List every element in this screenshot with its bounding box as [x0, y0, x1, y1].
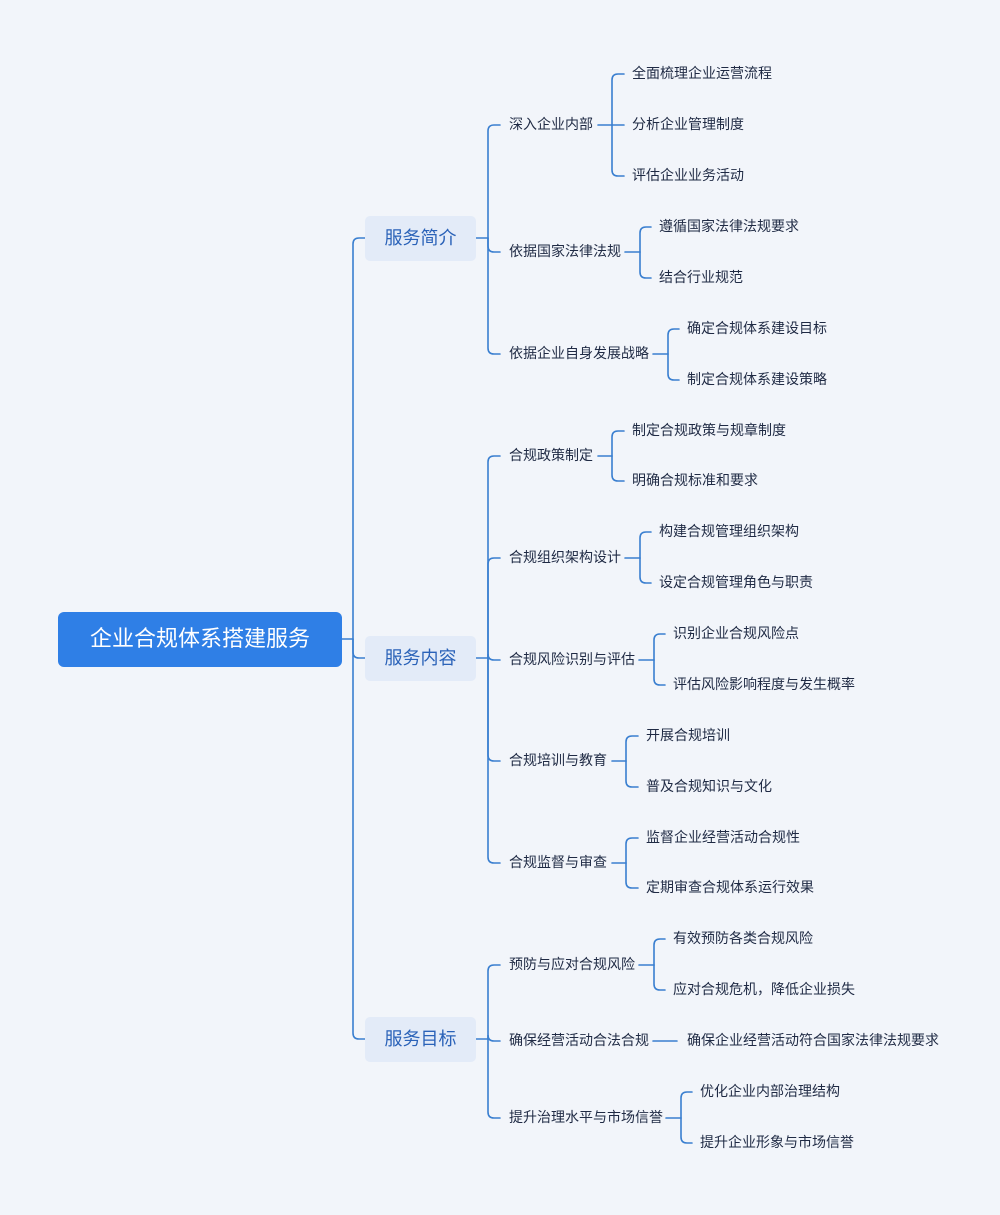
- leaf-node: 普及合规知识与文化: [646, 779, 772, 795]
- connector-line: [653, 659, 666, 686]
- connector-line: [352, 638, 366, 659]
- leaf-node: 监督企业经营活动合规性: [646, 830, 800, 846]
- topic-node: 依据企业自身发展战略: [509, 346, 649, 362]
- leaf-node: 提升企业形象与市场信誉: [700, 1135, 854, 1151]
- leaf-node: 制定合规政策与规章制度: [632, 423, 786, 439]
- connector-line: [625, 760, 639, 788]
- leaf-node: 构建合规管理组织架构: [659, 524, 799, 540]
- leaf-node: 明确合规标准和要求: [632, 473, 758, 489]
- connector-line: [653, 938, 666, 966]
- connector-line: [611, 430, 625, 457]
- leaf-node: 全面梳理企业运营流程: [632, 66, 772, 82]
- connector-line: [487, 657, 501, 762]
- leaf-node: 优化企业内部治理结构: [700, 1084, 840, 1100]
- leaf-node: 评估企业业务活动: [632, 168, 744, 184]
- connector-line: [639, 251, 652, 279]
- topic-node: 合规风险识别与评估: [509, 652, 635, 668]
- leaf-node: 分析企业管理制度: [632, 117, 744, 133]
- leaf-node: 评估风险影响程度与发生概率: [673, 677, 855, 693]
- topic-node: 确保经营活动合法合规: [509, 1033, 649, 1049]
- connector-line: [653, 633, 666, 661]
- branch-service-intro: 服务简介: [365, 216, 476, 261]
- branch-service-goal: 服务目标: [365, 1017, 476, 1062]
- connector-line: [611, 73, 625, 126]
- topic-node: 合规培训与教育: [509, 753, 607, 769]
- connector-line: [625, 735, 639, 762]
- connector-line: [639, 531, 652, 559]
- leaf-node: 确保企业经营活动符合国家法律法规要求: [687, 1033, 939, 1049]
- connector-line: [487, 1034, 501, 1042]
- connector-line: [653, 964, 666, 991]
- topic-node: 预防与应对合规风险: [509, 957, 635, 973]
- topic-node: 合规监督与审查: [509, 855, 607, 871]
- topic-node: 提升治理水平与市场信誉: [509, 1110, 663, 1126]
- leaf-node: 应对合规危机，降低企业损失: [673, 982, 855, 998]
- connector-line: [639, 226, 652, 253]
- leaf-node: 有效预防各类合规风险: [673, 931, 813, 947]
- leaf-node: 遵循国家法律法规要求: [659, 219, 799, 235]
- leaf-node: 开展合规培训: [646, 728, 730, 744]
- connector-line: [352, 638, 366, 1040]
- root-node: 企业合规体系搭建服务: [58, 612, 342, 667]
- branch-service-content: 服务内容: [365, 636, 476, 681]
- connector-line: [487, 964, 501, 1040]
- leaf-node: 结合行业规范: [659, 270, 743, 286]
- connector-line: [639, 557, 652, 584]
- connector-line: [611, 455, 625, 482]
- leaf-node: 制定合规体系建设策略: [687, 372, 827, 388]
- connector-line: [680, 1117, 693, 1144]
- leaf-node: 设定合规管理角色与职责: [659, 575, 813, 591]
- connector-line: [487, 455, 501, 659]
- leaf-node: 定期审查合规体系运行效果: [646, 880, 814, 896]
- topic-node: 合规组织架构设计: [509, 550, 621, 566]
- connector-line: [487, 653, 501, 661]
- connector-line: [487, 237, 501, 355]
- topic-node: 依据国家法律法规: [509, 244, 621, 260]
- topic-node: 合规政策制定: [509, 448, 593, 464]
- connector-line: [487, 657, 501, 864]
- connector-line: [487, 557, 501, 659]
- connector-line: [487, 124, 501, 239]
- connector-line: [487, 237, 501, 253]
- connector-line: [352, 237, 366, 640]
- leaf-node: 确定合规体系建设目标: [687, 321, 827, 337]
- connector-line: [487, 1038, 501, 1119]
- connector-line: [625, 862, 639, 889]
- connector-line: [625, 837, 639, 864]
- connector-line: [680, 1091, 693, 1119]
- leaf-node: 识别企业合规风险点: [673, 626, 799, 642]
- topic-node: 深入企业内部: [509, 117, 593, 133]
- connector-line: [667, 328, 680, 355]
- connector-line: [667, 353, 680, 381]
- connector-line: [611, 124, 625, 177]
